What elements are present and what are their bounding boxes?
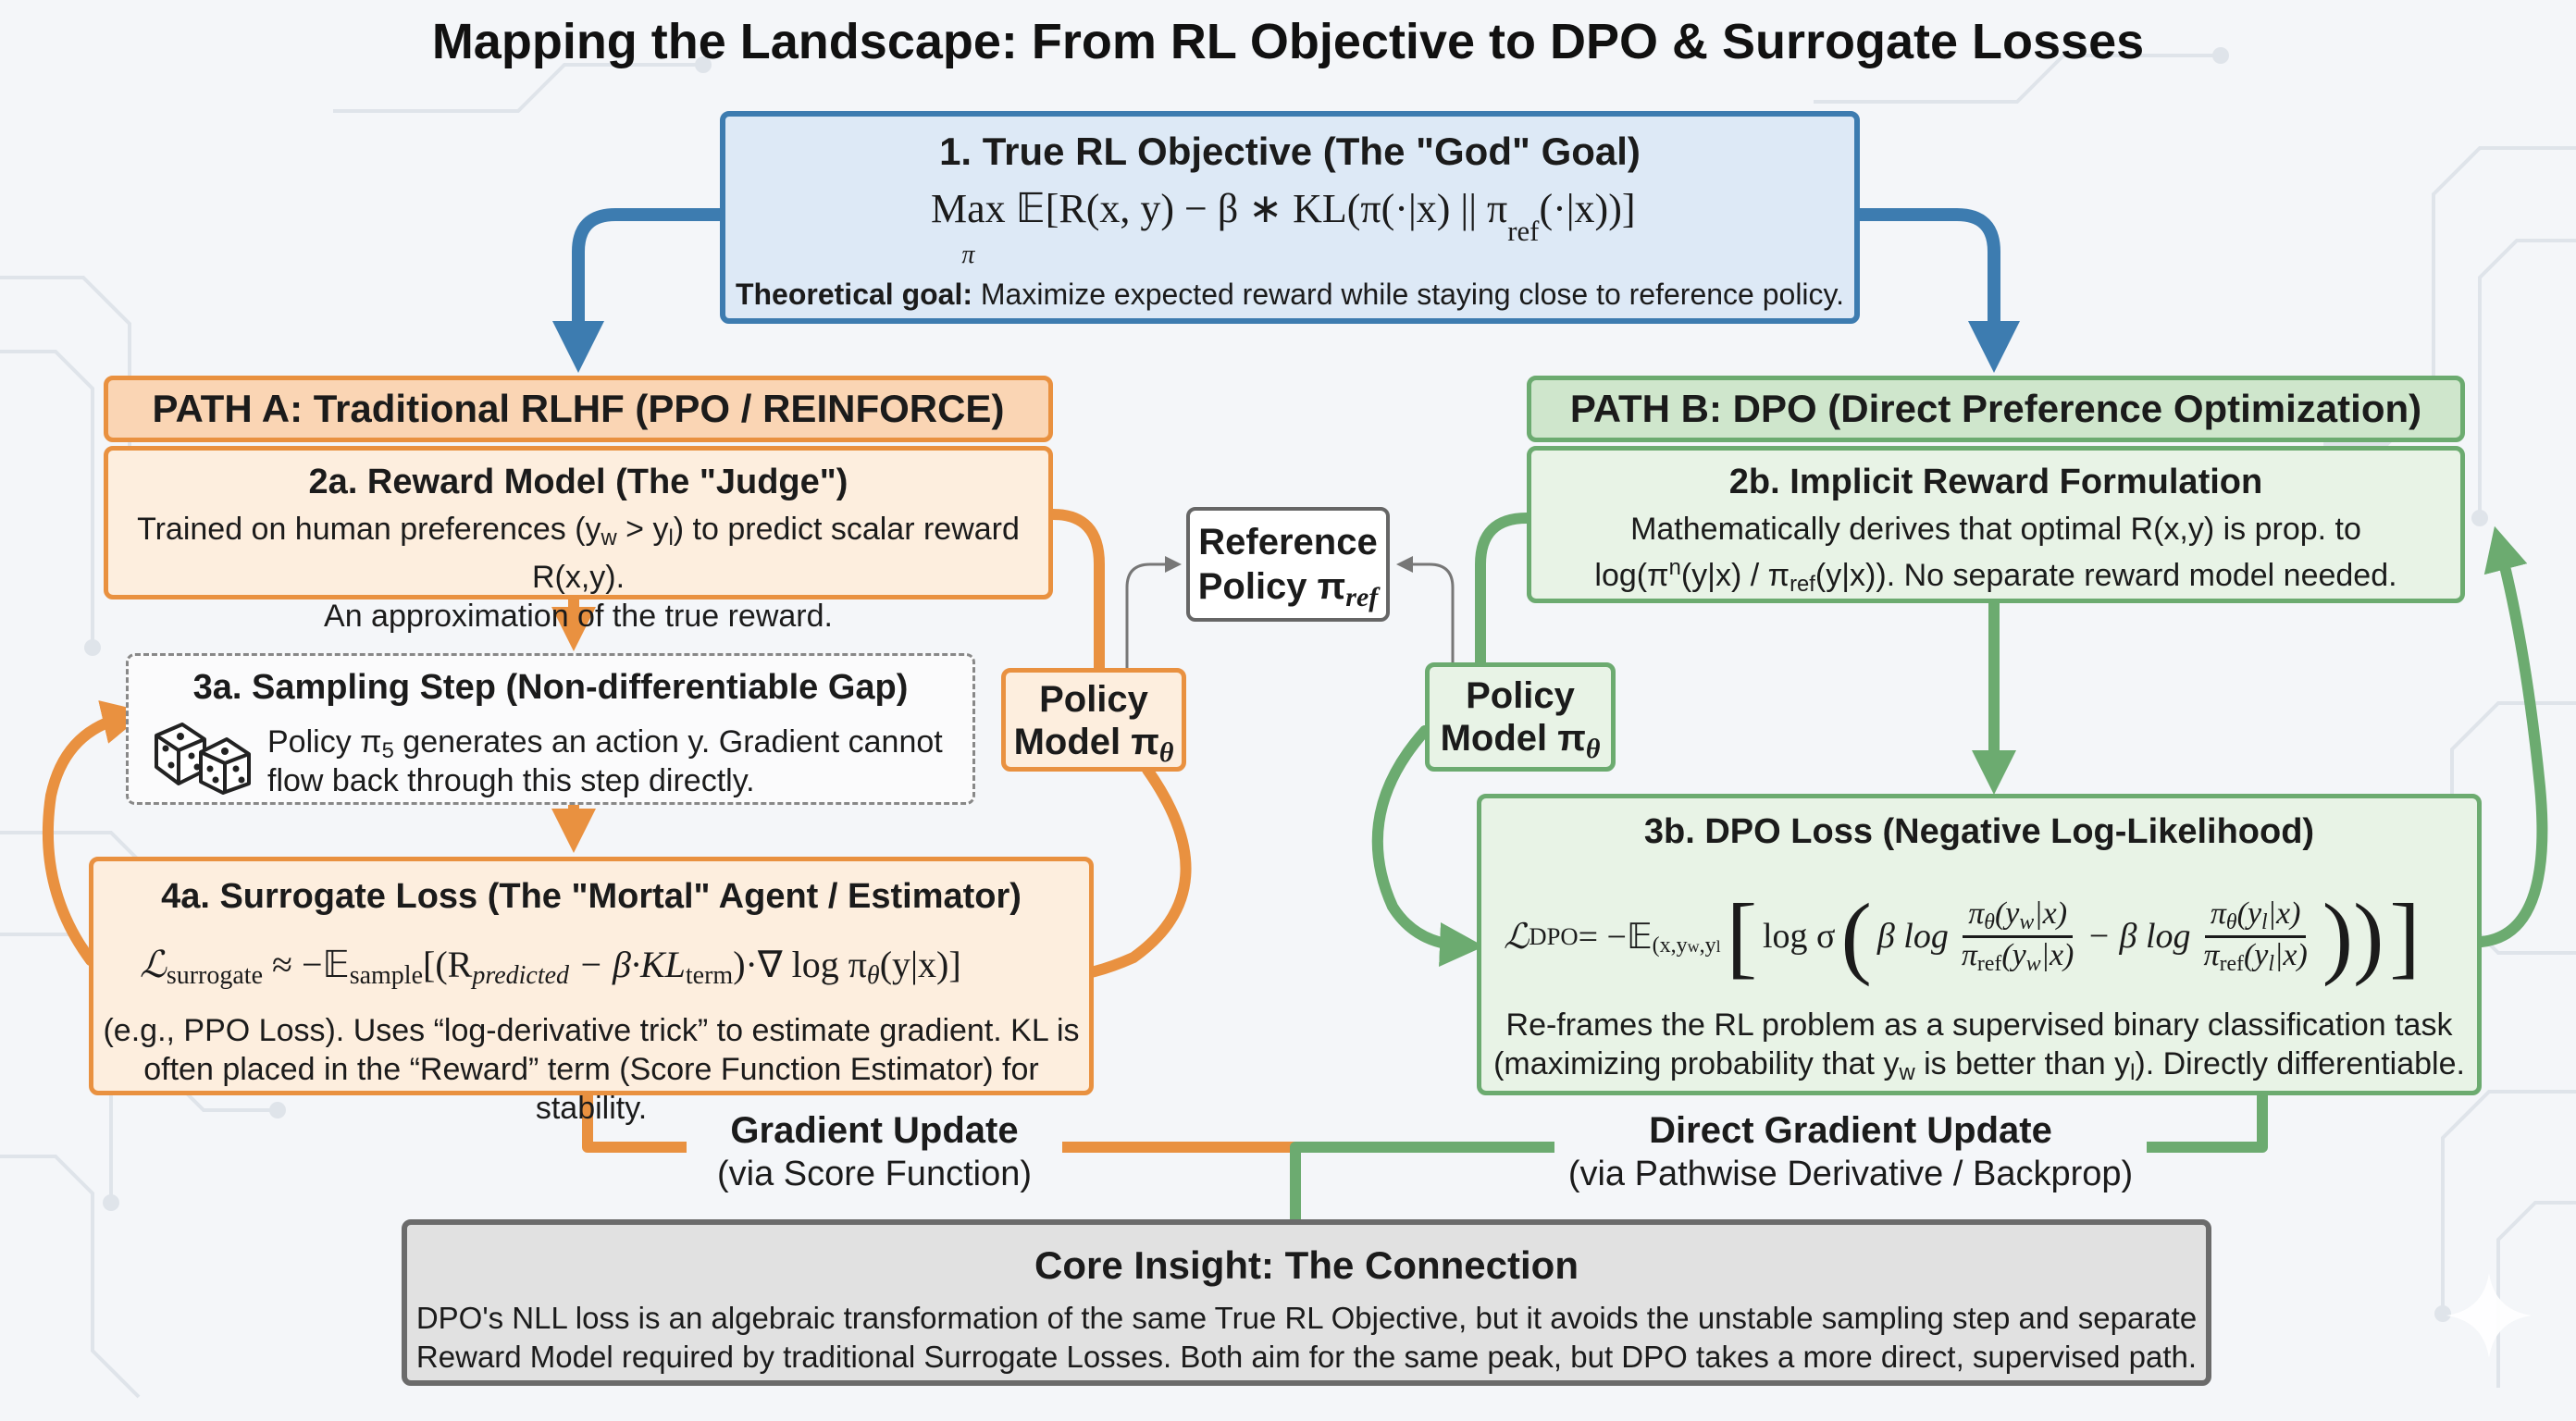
core-insight-box: Core Insight: The Connection DPO's NLL l… xyxy=(402,1219,2211,1386)
surrogate-loss-title: 4a. Surrogate Loss (The "Mortal" Agent /… xyxy=(161,877,1022,916)
dpo-loss-box: 3b. DPO Loss (Negative Log-Likelihood) ℒ… xyxy=(1477,794,2482,1095)
surrogate-loss-line1: (e.g., PPO Loss). Uses “log-derivative t… xyxy=(103,1013,1080,1048)
sparkle-icon xyxy=(2446,1273,2532,1358)
dpo-loss-line1: Re-frames the RL problem as a supervised… xyxy=(1505,1007,2453,1043)
reference-policy-box: Reference Policy πref xyxy=(1186,507,1390,622)
sampling-step-title: 3a. Sampling Step (Non-differentiable Ga… xyxy=(192,668,909,707)
core-insight-line1: DPO's NLL loss is an algebraic transform… xyxy=(415,1301,2198,1335)
gradient-update-label: Gradient Update (via Score Function) xyxy=(687,1108,1062,1195)
core-insight-title: Core Insight: The Connection xyxy=(1034,1243,1579,1287)
policy-model-b: Policy Model πθ xyxy=(1425,662,1616,772)
reward-model-line2: An approximation of the true reward. xyxy=(324,598,833,634)
implicit-reward-line2: log(πn(y|x) / πref(y|x)). No separate re… xyxy=(1594,555,2397,597)
dpo-loss-title: 3b. DPO Loss (Negative Log-Likelihood) xyxy=(1643,812,2315,851)
true-rl-objective-box: 1. True RL Objective (The "God" Goal) Ma… xyxy=(720,111,1860,324)
surrogate-loss-formula: ℒsurrogate ≈ −𝔼sample[(Rpredicted − β·KL… xyxy=(140,944,961,990)
sampling-step-line2: flow back through this step directly. xyxy=(267,763,755,798)
page-title: Mapping the Landscape: From RL Objective… xyxy=(431,14,2145,69)
sampling-step-box: 3a. Sampling Step (Non-differentiable Ga… xyxy=(126,653,975,805)
reward-model-line1: Trained on human preferences (yw > yl) t… xyxy=(137,512,1020,595)
rl-objective-note: Theoretical goal: Maximize expected rewa… xyxy=(735,278,1845,311)
reward-model-box: 2a. Reward Model (The "Judge") Trained o… xyxy=(104,446,1053,634)
dice-icon xyxy=(155,723,251,795)
reward-model-title: 2a. Reward Model (The "Judge") xyxy=(308,463,848,501)
surrogate-loss-line2: often placed in the “Reward” term (Score… xyxy=(143,1052,1039,1126)
direct-gradient-update-label: Direct Gradient Update (via Pathwise Der… xyxy=(1554,1108,2147,1195)
path-b-header: PATH B: DPO (Direct Preference Optimizat… xyxy=(1527,376,2465,442)
true-rl-objective-title: 1. True RL Objective (The "God" Goal) xyxy=(939,130,1641,173)
policy-model-a: Policy Model πθ xyxy=(1001,668,1186,772)
core-insight-line2: Reward Model required by traditional Sur… xyxy=(415,1340,2198,1374)
sampling-step-line1: Policy π5 generates an action y. Gradien… xyxy=(267,724,943,763)
implicit-reward-line1: Mathematically derives that optimal R(x,… xyxy=(1630,512,2361,547)
implicit-reward-box: 2b. Implicit Reward Formulation Mathemat… xyxy=(1527,446,2465,603)
dpo-loss-line2: (maximizing probability that yw is bette… xyxy=(1493,1046,2465,1085)
path-a-header: PATH A: Traditional RLHF (PPO / REINFORC… xyxy=(104,376,1053,442)
surrogate-loss-box: 4a. Surrogate Loss (The "Mortal" Agent /… xyxy=(89,857,1094,1126)
implicit-reward-title: 2b. Implicit Reward Formulation xyxy=(1728,463,2263,501)
rl-objective-formula: Max π 𝔼[R(x, y) − β ∗ KL(π(·|x) || πref(… xyxy=(931,186,1636,269)
